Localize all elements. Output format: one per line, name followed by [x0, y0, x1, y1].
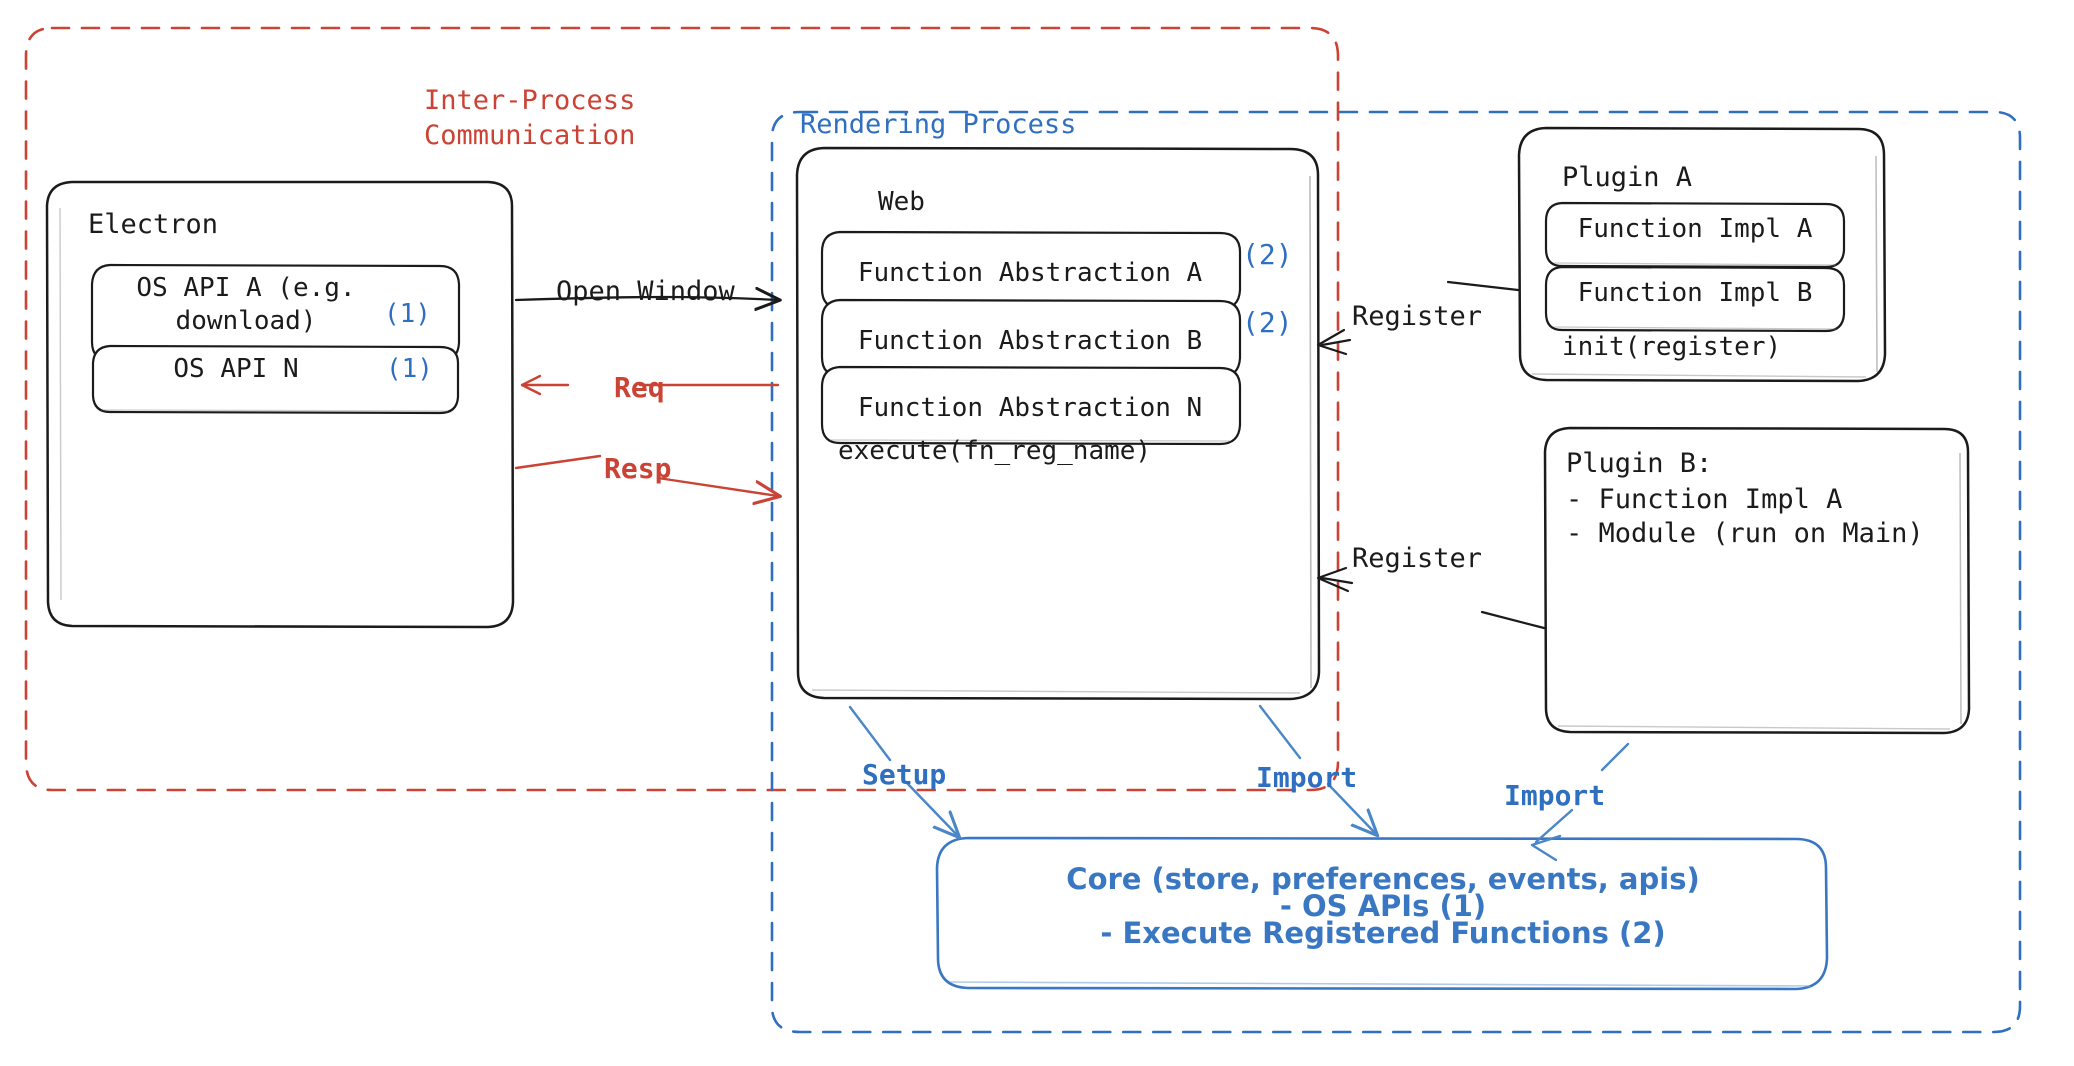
edge-label-import-web: Import	[1256, 761, 1358, 794]
core-label-line-3: - Execute Registered Functions (2)	[1100, 916, 1666, 950]
fn-abstraction-a-label: Function Abstraction A	[857, 258, 1203, 288]
node-core-box	[935, 836, 1829, 991]
fn-abstraction-b-badge: (2)	[1242, 306, 1293, 339]
node-title-plugin-a: Plugin A	[1562, 162, 1693, 193]
node-plugin-b-box	[1543, 426, 1971, 735]
edge-import-web	[1258, 704, 1376, 834]
node-title-electron: Electron	[88, 209, 219, 240]
edge-label-resp: Resp	[604, 452, 672, 485]
plugin-a-footer-init: init(register)	[1562, 332, 1782, 362]
fn-abstraction-b-label: Function Abstraction B	[857, 326, 1203, 356]
node-title-plugin-b: Plugin B:	[1566, 448, 1713, 479]
os-api-n-label: OS API N	[173, 354, 299, 384]
edge-req	[520, 374, 780, 396]
node-fn-abstraction-n-box	[820, 365, 1242, 446]
web-footer-execute: execute(fn_reg_name)	[838, 436, 1152, 466]
plugin-b-line-2: - Module (run on Main)	[1566, 518, 1924, 549]
node-title-web: Web	[878, 187, 925, 217]
container-ipc	[24, 26, 1340, 792]
container-label-rendering-process: Rendering Process	[800, 109, 1077, 140]
edge-label-req: Req	[614, 371, 665, 404]
edge-label-setup: Setup	[862, 758, 947, 791]
edge-register-plugin-a	[1316, 280, 1520, 356]
edge-label-import-plugin-b: Import	[1504, 779, 1606, 812]
fn-impl-a-label: Function Impl A	[1577, 214, 1813, 244]
edge-register-plugin-b	[1316, 566, 1546, 630]
edge-label-open-window: Open Window	[556, 276, 735, 307]
container-rendering-process	[770, 110, 2022, 1034]
os-api-a-label: OS API A (e.g. download)	[136, 273, 356, 337]
plugin-b-line-1: - Function Impl A	[1566, 484, 1843, 515]
edge-label-register-plugin-a: Register	[1352, 301, 1483, 332]
fn-abstraction-n-label: Function Abstraction N	[857, 393, 1203, 423]
edge-label-register-plugin-b: Register	[1352, 543, 1483, 574]
edge-open-window	[514, 297, 778, 300]
edge-setup	[848, 705, 958, 836]
container-label-ipc: Inter-Process Communication	[424, 85, 636, 151]
fn-impl-b-label: Function Impl B	[1577, 278, 1813, 308]
os-api-n-badge: (1)	[386, 354, 433, 384]
node-os-api-n-box	[91, 344, 460, 415]
edge-import-plugin-b	[1530, 742, 1630, 862]
core-label-line-2: - OS APIs (1)	[1279, 889, 1487, 923]
core-label-line-1: Core (store, preferences, events, apis)	[1066, 862, 1700, 896]
node-fn-impl-b-box	[1544, 265, 1846, 333]
fn-abstraction-a-badge: (2)	[1242, 238, 1293, 271]
edge-resp	[514, 454, 778, 496]
os-api-a-badge: (1)	[384, 299, 431, 329]
